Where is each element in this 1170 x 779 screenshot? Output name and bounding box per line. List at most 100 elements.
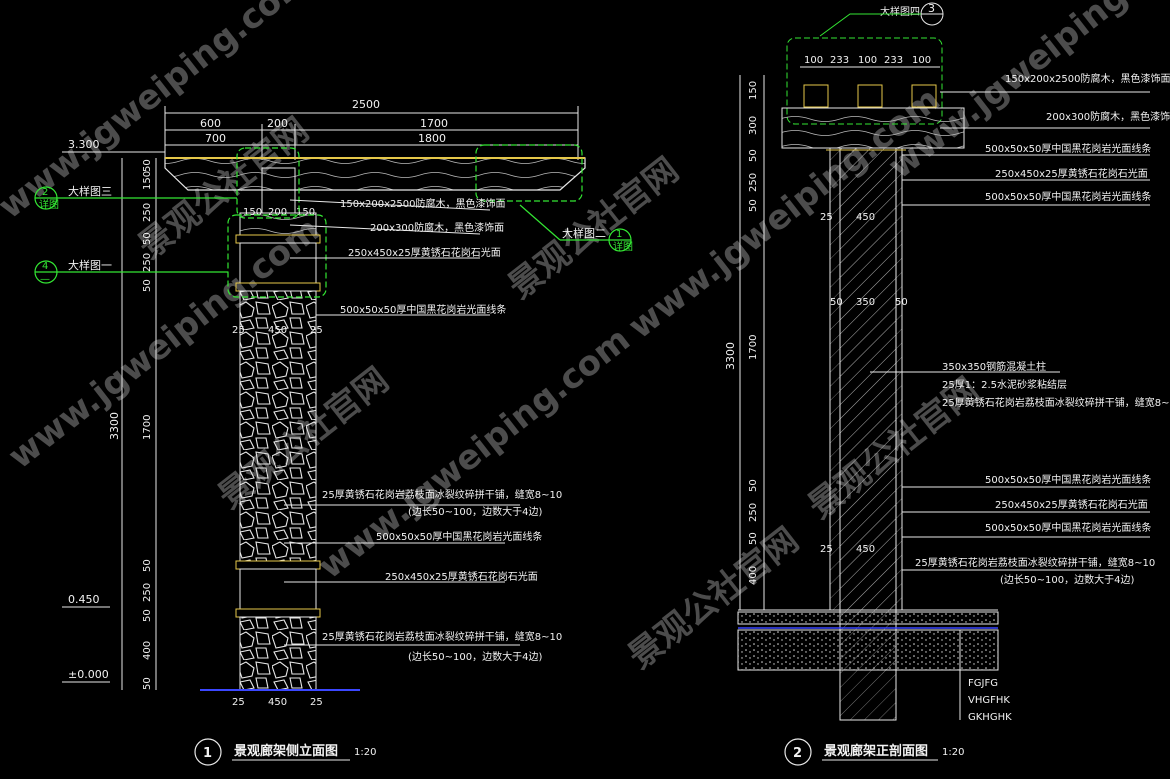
sub-dim: 200 (268, 207, 287, 218)
note: 200x300防腐木，黑色漆饰面 (1046, 110, 1170, 123)
v-dim: 150 (142, 171, 153, 190)
note: 25厚黄锈石花岗岩荔枝面冰裂纹碎拼干铺，缝宽8~10 (942, 396, 1170, 409)
dim-450: 450 (856, 212, 875, 223)
v-dim: 400 (748, 566, 759, 585)
v-dim: 1700 (142, 415, 153, 440)
dim-600: 600 (200, 117, 221, 130)
note: 500x50x50厚中国黑花岗岩光面线条 (985, 473, 1151, 486)
watermark: www.jgweiping.com (311, 319, 638, 587)
note: 25厚黄锈石花岗岩荔枝面冰裂纹碎拼干铺，缝宽8~10 (322, 630, 562, 643)
v-dim: 250 (142, 583, 153, 602)
note: 250x450x25厚黄锈石花岗石光面 (995, 167, 1148, 180)
v-dim: 300 (748, 116, 759, 135)
callout-1-label: 大样图二 (562, 226, 606, 240)
title-number: 2 (793, 746, 802, 761)
dim-100: 100 (804, 55, 823, 66)
v-dim: 50 (748, 199, 759, 212)
callout-4-label: 大样图一 (68, 258, 112, 272)
note: (边长50~100，边数大于4边) (1000, 573, 1134, 586)
v-dim: 50 (142, 677, 153, 690)
note: 500x50x50厚中国黑花岗岩光面线条 (985, 142, 1151, 155)
v-dim: 400 (142, 641, 153, 660)
dim-1700: 1700 (420, 117, 448, 130)
dim-100: 100 (912, 55, 931, 66)
v-dim: 50 (142, 279, 153, 292)
dim-25: 25 (310, 325, 323, 336)
note: 25厚黄锈石花岗岩荔枝面冰裂纹碎拼干铺，缝宽8~10 (915, 556, 1155, 569)
sub-dim: 150 (243, 207, 262, 218)
v-dim: 50 (142, 159, 153, 172)
note: 150x200x2500防腐木，黑色漆饰面 (340, 197, 505, 210)
drawing-title: 景观廊架侧立面图 (234, 743, 338, 759)
dim-233: 233 (830, 55, 849, 66)
note: 500x50x50厚中国黑花岗岩光面线条 (340, 303, 506, 316)
dim-25: 25 (820, 544, 833, 555)
v-dim: 50 (142, 232, 153, 245)
layer-label: GKHGHK (968, 712, 1012, 723)
dim-450: 450 (268, 325, 287, 336)
v-dim: 50 (142, 609, 153, 622)
dim-233: 233 (884, 55, 903, 66)
note: 200x300防腐木，黑色漆饰面 (370, 221, 504, 234)
drawing-scale: 1:20 (942, 747, 964, 758)
note: 25厚黄锈石花岗岩荔枝面冰裂纹碎拼干铺，缝宽8~10 (322, 488, 562, 501)
callout-3-number: 3 (928, 2, 935, 15)
layer-label: VHGFHK (968, 695, 1010, 706)
dim-25: 25 (232, 697, 245, 708)
callout-4-number: 4 (42, 261, 48, 272)
front-section: 3 大样图四 100 233 100 233 100 (724, 2, 1170, 766)
dim-total-2500: 2500 (352, 98, 380, 111)
dim-25: 25 (820, 212, 833, 223)
dim-350: 350 (856, 297, 875, 308)
note: (边长50~100，边数大于4边) (408, 650, 542, 663)
dim-50: 50 (830, 297, 843, 308)
note: 25厚1：2.5水泥砂浆粘结层 (942, 378, 1067, 391)
callout-4-sub: — (40, 274, 50, 285)
callout-3-label: 大样图四 (880, 5, 920, 18)
elevation-0000: ±0.000 (68, 668, 109, 681)
callout-1-number: 1 (616, 229, 622, 240)
note: 500x50x50厚中国黑花岗岩光面线条 (985, 521, 1151, 534)
note: 350x350钢筋混凝土柱 (942, 360, 1046, 373)
note: 500x50x50厚中国黑花岗岩光面线条 (376, 530, 542, 543)
drawing-title: 景观廊架正剖面图 (824, 743, 928, 759)
v-dim: 50 (748, 479, 759, 492)
dim-450: 450 (856, 544, 875, 555)
dim-1800: 1800 (418, 132, 446, 145)
callout-2-number: 2 (42, 187, 48, 198)
side-elevation: 2500 600 200 1700 700 1800 3.300 0.450 ±… (34, 98, 633, 766)
dim-100: 100 (858, 55, 877, 66)
dim-25: 25 (310, 697, 323, 708)
callout-2-label: 大样图三 (68, 184, 112, 198)
drawing-scale: 1:20 (354, 747, 376, 758)
note: 250x450x25厚黄锈石花岗石光面 (385, 570, 538, 583)
note: 250x450x25厚黄锈石花岗石光面 (348, 246, 501, 259)
note: 150x200x2500防腐木，黑色漆饰面 (1005, 72, 1170, 85)
callout-1-sub: 详图 (613, 240, 633, 253)
v-dim: 50 (748, 532, 759, 545)
dim-200: 200 (267, 117, 288, 130)
dim-700: 700 (205, 132, 226, 145)
v-dim: 250 (748, 503, 759, 522)
layer-label: FGJFG (968, 678, 998, 689)
v-dim: 50 (748, 149, 759, 162)
dim-25: 25 (232, 325, 245, 336)
title-number: 1 (203, 746, 212, 761)
v-dim: 250 (748, 173, 759, 192)
v-dim: 150 (748, 81, 759, 100)
dim-450: 450 (268, 697, 287, 708)
note: 500x50x50厚中国黑花岗岩光面线条 (985, 190, 1151, 203)
v-dim: 250 (142, 253, 153, 272)
elevation-3300: 3.300 (68, 138, 100, 151)
v-dim-total: 3300 (108, 412, 121, 440)
dim-50: 50 (895, 297, 908, 308)
watermarks: www.jgweiping.com 景观公社官网 www.jgweiping.c… (0, 0, 1170, 677)
v-dim: 50 (142, 559, 153, 572)
note: 250x450x25厚黄锈石花岗石光面 (995, 498, 1148, 511)
v-dim-total: 3300 (724, 342, 737, 370)
elevation-0450: 0.450 (68, 593, 100, 606)
callout-2-sub: 详图 (39, 198, 59, 211)
note: (边长50~100，边数大于4边) (408, 505, 542, 518)
sub-dim: 150 (296, 207, 315, 218)
